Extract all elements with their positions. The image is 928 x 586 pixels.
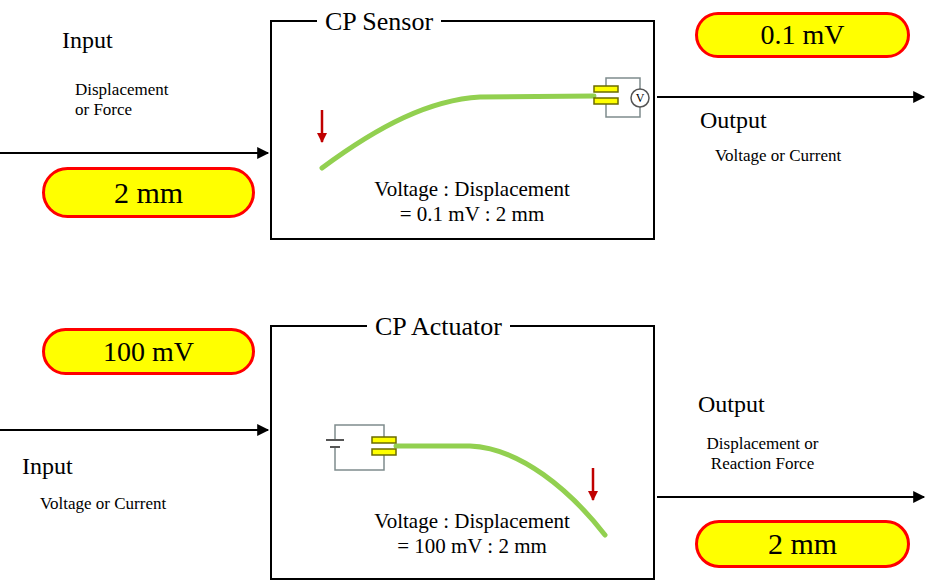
electrode-plate <box>594 86 618 92</box>
battery-symbol <box>326 440 344 447</box>
port-label: Input <box>62 26 113 55</box>
port-label: Output <box>700 106 767 135</box>
quantity-label: Voltage or Current <box>40 494 166 514</box>
block-title: CP Actuator <box>367 311 510 342</box>
force-arrow <box>321 110 324 142</box>
output-arrow <box>657 96 924 98</box>
value-text: 2 mm <box>114 175 183 211</box>
output-arrow <box>657 496 924 498</box>
input-arrow <box>0 429 268 431</box>
value-badge: 2 mm <box>695 520 910 568</box>
meter-letter: V <box>634 90 646 106</box>
voltmeter-symbol <box>631 89 649 107</box>
value-badge: 0.1 mV <box>695 12 910 58</box>
quantity-label: Voltage or Current <box>715 146 841 166</box>
value-text: 0.1 mV <box>761 18 845 52</box>
block-title: CP Sensor <box>317 6 441 37</box>
value-text: 100 mV <box>103 335 194 369</box>
actuator-block: CP ActuatorVoltage : Displacement = 100 … <box>270 325 655 580</box>
ratio-text: Voltage : Displacement = 100 mV : 2 mm <box>369 509 575 559</box>
port-label: Output <box>698 390 765 419</box>
value-badge: 2 mm <box>42 167 255 218</box>
displacement-arrow <box>592 468 595 500</box>
quantity-label: Displacement or Reaction Force <box>700 434 825 475</box>
value-text: 2 mm <box>768 526 837 562</box>
value-badge: 100 mV <box>42 328 255 375</box>
wire <box>335 425 384 470</box>
quantity-label: Displacement or Force <box>75 80 175 121</box>
port-label: Input <box>22 452 73 481</box>
electrode-plate <box>594 98 618 104</box>
sensor-block: CP SensorVoltage : Displacement = 0.1 mV… <box>270 20 655 240</box>
electrode-plate <box>372 437 396 443</box>
ratio-text: Voltage : Displacement = 0.1 mV : 2 mm <box>369 177 575 227</box>
electrode-plate <box>372 449 396 455</box>
polymer-beam <box>322 96 594 168</box>
input-arrow <box>0 152 268 154</box>
